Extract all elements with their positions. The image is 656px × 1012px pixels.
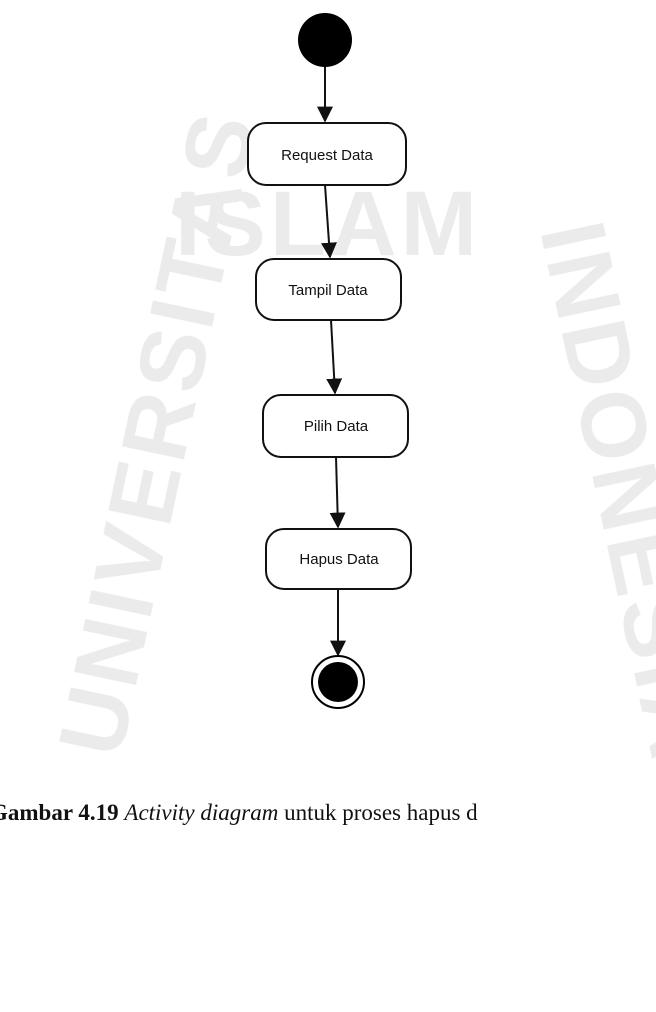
activity-tampil-data: Tampil Data <box>255 258 402 321</box>
watermark-right-text: INDONESIA <box>520 213 656 769</box>
activity-label: Pilih Data <box>304 418 369 435</box>
edge-request-tampil <box>321 184 337 259</box>
activity-hapus-data: Hapus Data <box>265 528 412 590</box>
figure-caption-emphasis: Activity diagram <box>124 800 279 825</box>
figure-caption-text: untuk proses hapus d <box>284 800 478 825</box>
figure-number: Gambar 4.19 <box>0 800 119 825</box>
activity-label: Request Data <box>281 147 373 164</box>
activity-pilih-data: Pilih Data <box>262 394 409 458</box>
activity-label: Hapus Data <box>299 551 379 568</box>
initial-node <box>298 13 352 67</box>
watermark-left-text: UNIVERSITAS <box>40 102 276 765</box>
figure-caption: Gambar 4.19 Activity diagram untuk prose… <box>0 800 478 826</box>
activity-request-data: Request Data <box>247 122 407 186</box>
activity-label: Tampil Data <box>288 282 368 299</box>
final-node <box>311 655 365 709</box>
edge-tampil-pilih <box>326 319 343 395</box>
edge-pilih-hapus <box>329 456 346 529</box>
